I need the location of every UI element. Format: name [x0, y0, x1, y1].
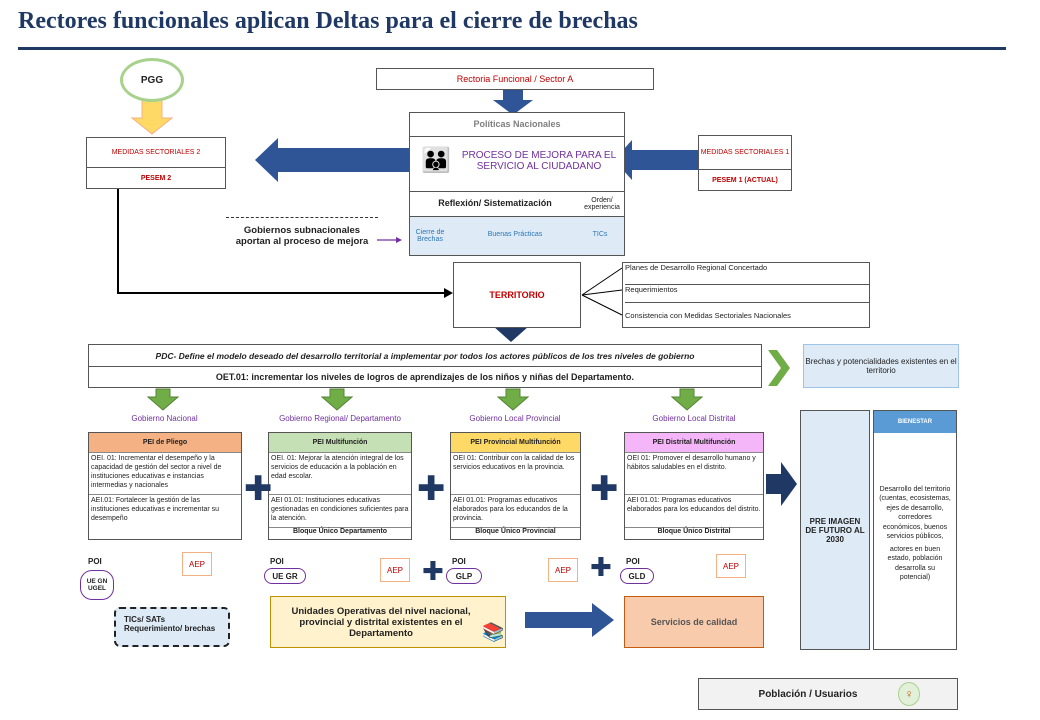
title-divider: [18, 47, 1006, 50]
pei-multifuncion-aei: AEI 01.01: Instituciones educativas gest…: [271, 497, 409, 523]
plus-icon: ✚: [422, 556, 444, 586]
tics-label: TICs: [592, 230, 608, 238]
pei-distrital: PEI Distrital Multifunción OEI 01: Promo…: [624, 432, 764, 540]
poi-label-provincial: POI: [452, 557, 466, 566]
pesem2-territorio-line: [117, 188, 446, 294]
cierre-label: Cierre de Brechas: [415, 229, 445, 243]
desarrollo-label: Desarrollo del territorio (cuentas, ecos…: [879, 486, 951, 541]
left-arrow-medidas2: [255, 138, 410, 182]
pesem2-label: PESEM 2: [140, 174, 172, 182]
pei-distrital-aei: AEI 01.01: Programas educativos elaborad…: [627, 497, 761, 514]
gov-label-distrital: Gobierno Local Distrital: [652, 414, 736, 423]
medidas1-label: MEDIDAS SECTORIALES 1: [699, 136, 791, 170]
actores-label: actores en buen estado, población desarr…: [887, 546, 943, 582]
unidades-box: Unidades Operativas del nivel nacional, …: [270, 596, 506, 648]
pgg-circle: PGG: [120, 58, 184, 102]
pdc-label: PDC- Define el modelo deseado del desarr…: [89, 345, 761, 367]
pei-distrital-head: PEI Distrital Multifunción: [625, 433, 763, 453]
servicios-box: Servicios de calidad: [624, 596, 764, 648]
rectoria-down-arrow: [493, 90, 533, 115]
aep-provincial: AEP: [548, 558, 578, 582]
oval-gld: GLD: [620, 568, 654, 584]
right-arrow-preimagen: [766, 462, 797, 506]
books-icon: 📚: [482, 622, 505, 642]
pei-pliego-head: PEI de Pliego: [89, 433, 241, 453]
poi-label-nacional: POI: [88, 557, 102, 566]
oval-ue-gr: UE GR: [264, 568, 306, 584]
pei-provincial: PEI Provincial Multifunción OEI 01: Cont…: [450, 432, 581, 540]
planes-item-3: Consistencia con Medidas Sectoriales Nac…: [625, 311, 791, 320]
territorio-arrowhead: [444, 288, 453, 298]
pei-distrital-oei: OEI 01: Promover el desarrollo humano y …: [625, 453, 763, 495]
politicas-label: Políticas Nacionales: [410, 113, 624, 137]
gov-label-regional: Gobierno Regional/ Departamento: [279, 414, 401, 423]
territorio-box: TERRITORIO: [453, 262, 581, 328]
chevron-right-icon: [768, 350, 790, 386]
page-title: Rectores funcionales aplican Deltas para…: [18, 8, 638, 34]
preimagen-box: PRE IMAGEN DE FUTURO AL 2030: [800, 410, 870, 650]
poi-label-distrital: POI: [626, 557, 640, 566]
plus-icon: ✚: [417, 470, 446, 508]
tics-sats-box: TICs/ SATs Requerimiento/ brechas: [114, 607, 230, 647]
medidas1-box: MEDIDAS SECTORIALES 1 PESEM 1 (ACTUAL): [698, 135, 792, 191]
rectoria-box: Rectoria Funcional / Sector A: [376, 68, 654, 90]
pei-pliego-oei: OEI. 01: Incrementar el desempeño y la c…: [89, 453, 241, 495]
proceso-label: PROCESO DE MEJORA PARA EL SERVICIO AL CI…: [461, 150, 617, 172]
pdc-box: PDC- Define el modelo deseado del desarr…: [88, 344, 762, 388]
pei-provincial-foot: Bloque Único Provincial: [451, 527, 580, 539]
pei-distrital-foot: Bloque Único Distrital: [625, 527, 763, 539]
oval-glp: GLP: [446, 568, 482, 584]
pei-pliego-aei: AEI.01: Fortalecer la gestión de las ins…: [91, 497, 220, 523]
user-icon: ♀: [898, 682, 920, 706]
aep-nacional: AEP: [182, 552, 212, 576]
pei-multifuncion-head: PEI Multifunción: [269, 433, 411, 453]
left-arrow-medidas1: [614, 140, 698, 180]
oval-ue-gn-ugel: UE GN UGEL: [80, 570, 114, 600]
aep-distrital: AEP: [716, 554, 746, 578]
pei-provincial-aei: AEI 01.01: Programas educativos elaborad…: [453, 497, 568, 523]
subnac-label: Gobiernos subnacionales aportan al proce…: [226, 217, 378, 253]
pei-multifuncion-oei: OEI. 01: Mejorar la atención integral de…: [269, 453, 411, 495]
pei-pliego: PEI de Pliego OEI. 01: Incrementar el de…: [88, 432, 242, 540]
planes-item-1: Planes de Desarrollo Regional Concertado: [625, 263, 869, 285]
pei-multifuncion-foot: Bloque Único Departamento: [269, 527, 411, 539]
brechas-box: Brechas y potencialidades existentes en …: [803, 344, 959, 388]
right-arrow-servicios: [525, 603, 614, 637]
medidas2-box: MEDIDAS SECTORIALES 2 PESEM 2: [86, 137, 226, 189]
poi-label-regional: POI: [270, 557, 284, 566]
bienestar-head: BIENESTAR: [874, 411, 956, 433]
pei-provincial-oei: OEI 01: Contribuir con la calidad de los…: [451, 453, 580, 495]
proceso-box: Políticas Nacionales 👪 PROCESO DE MEJORA…: [409, 112, 625, 256]
family-icon: 👪: [421, 146, 451, 174]
oet-label: OET.01: incrementar los niveles de logro…: [215, 372, 635, 382]
planes-box: Planes de Desarrollo Regional Concertado…: [622, 262, 870, 328]
plus-icon: ✚: [590, 552, 612, 582]
reflexion-label: Reflexión/ Sistematización: [410, 191, 580, 217]
buenas-label: Buenas Prácticas: [487, 230, 543, 238]
pesem1-label: PESEM 1 (ACTUAL): [712, 176, 778, 184]
plus-icon: ✚: [590, 470, 619, 508]
planes-item-2: Requerimientos: [625, 285, 869, 303]
gov-label-provincial: Gobierno Local Provincial: [469, 414, 561, 423]
gov-label-nacional: Gobierno Nacional: [131, 414, 198, 423]
medidas2-label: MEDIDAS SECTORIALES 2: [87, 138, 225, 168]
plus-icon: ✚: [244, 470, 273, 508]
bienestar-box: BIENESTAR Desarrollo del territorio (cue…: [873, 410, 957, 650]
tics-row: [410, 217, 624, 255]
aep-regional: AEP: [380, 558, 410, 582]
pgg-down-arrow: [130, 99, 174, 135]
pei-provincial-head: PEI Provincial Multifunción: [451, 433, 580, 453]
orden-label: Orden/ experiencia: [580, 191, 624, 217]
pei-multifuncion: PEI Multifunción OEI. 01: Mejorar la ate…: [268, 432, 412, 540]
